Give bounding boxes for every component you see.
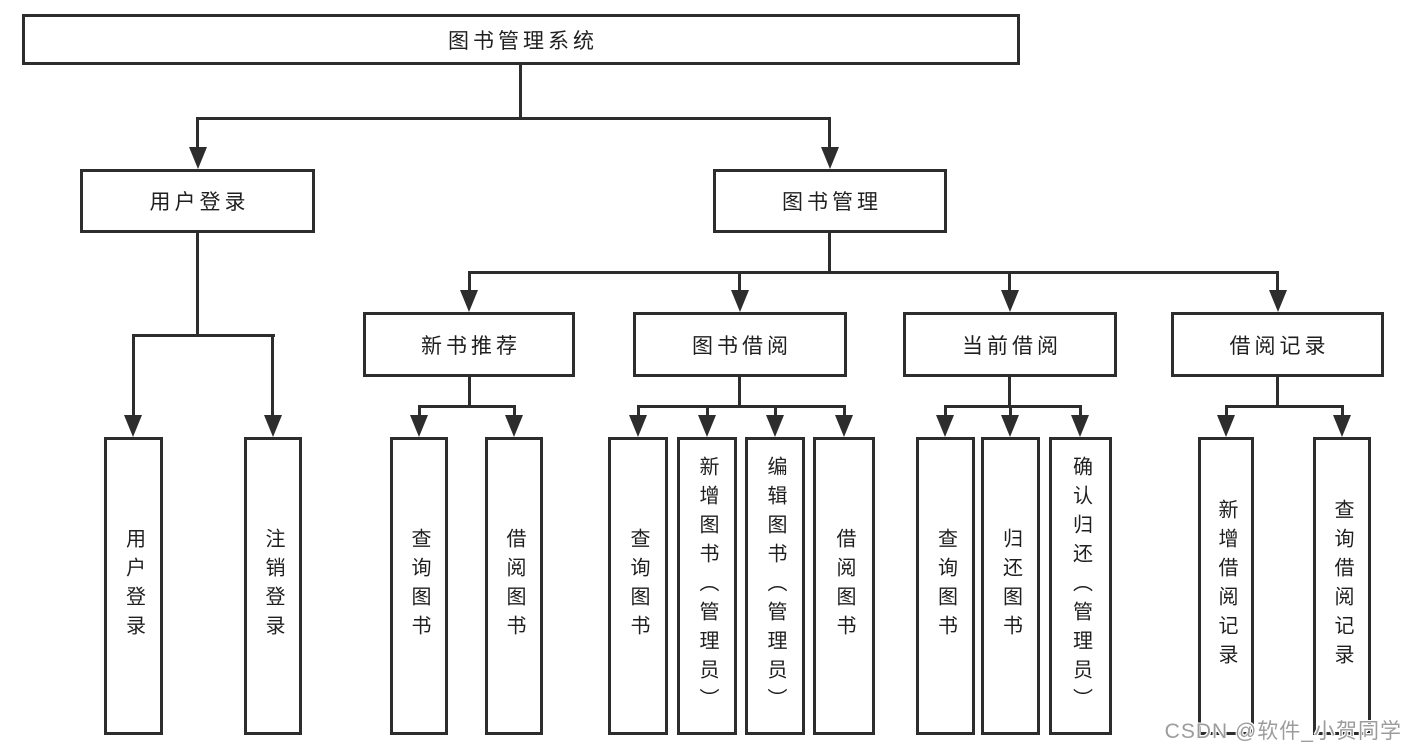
node-label: 编辑图书（管理员）	[764, 455, 786, 717]
connector-line	[944, 405, 947, 419]
connector-line	[828, 232, 831, 274]
arrow-down-icon	[1001, 415, 1019, 437]
arrow-down-icon	[1071, 415, 1089, 437]
arrow-down-icon	[629, 415, 647, 437]
node-current-borrowing: 当前借阅	[903, 312, 1117, 377]
node-label: 图书管理系统	[448, 29, 598, 53]
arrow-down-icon	[936, 415, 954, 437]
node-leaf-add-books-admin: 新增图书（管理员）	[677, 437, 737, 735]
arrow-down-icon	[124, 415, 142, 437]
node-label: 确认归还（管理员）	[1069, 455, 1092, 717]
arrow-down-icon	[835, 415, 853, 437]
arrow-down-icon	[460, 290, 478, 312]
connector-line	[418, 405, 421, 419]
connector-line	[132, 334, 135, 419]
connector-line	[519, 64, 522, 119]
node-label: 图书管理	[782, 191, 882, 214]
node-label: 查询图书	[408, 528, 430, 644]
node-borrowing-records: 借阅记录	[1171, 312, 1384, 377]
arrow-down-icon	[1269, 290, 1287, 312]
node-leaf-query-books-2: 查询图书	[608, 437, 668, 735]
connector-line	[828, 117, 831, 151]
node-leaf-query-books-3: 查询图书	[916, 437, 975, 735]
csdn-watermark: CSDN @软件_小贺同学	[1164, 720, 1402, 743]
node-label: 借阅图书	[833, 528, 855, 644]
connector-line	[1225, 405, 1228, 419]
node-book-borrowing: 图书借阅	[633, 312, 847, 377]
node-label: 新书推荐	[421, 334, 521, 358]
connector-line	[637, 405, 640, 419]
node-leaf-query-borrow-record: 查询借阅记录	[1313, 437, 1371, 735]
node-leaf-logout: 注销登录	[244, 437, 302, 735]
connector-line	[1225, 405, 1344, 408]
node-leaf-edit-books-admin: 编辑图书（管理员）	[745, 437, 805, 735]
node-label: 查询借阅记录	[1331, 499, 1353, 673]
connector-line	[468, 271, 1279, 274]
connector-line	[196, 232, 199, 336]
node-label: 新增图书（管理员）	[696, 455, 718, 717]
arrow-down-icon	[731, 290, 749, 312]
node-leaf-borrow-books-1: 借阅图书	[485, 437, 543, 735]
connector-line	[1008, 271, 1011, 293]
arrow-down-icon	[1333, 415, 1351, 437]
connector-line	[468, 271, 471, 293]
connector-line	[1079, 405, 1082, 419]
node-leaf-query-books-1: 查询图书	[390, 437, 448, 735]
connector-line	[843, 405, 846, 419]
connector-line	[1008, 375, 1011, 408]
node-label: 当前借阅	[962, 334, 1062, 358]
node-library-management-system: 图书管理系统	[22, 14, 1020, 65]
connector-line	[418, 405, 516, 408]
node-label: 查询图书	[934, 528, 957, 644]
node-label: 注销登录	[262, 528, 284, 644]
node-book-management-branch: 图书管理	[713, 169, 947, 233]
arrow-down-icon	[189, 147, 207, 169]
node-new-book-recommendation: 新书推荐	[363, 312, 575, 377]
connector-line	[774, 405, 777, 419]
node-label: 图书借阅	[692, 334, 792, 358]
arrow-down-icon	[698, 415, 716, 437]
arrow-down-icon	[410, 415, 428, 437]
node-label: 查询图书	[627, 528, 649, 644]
arrow-down-icon	[1001, 290, 1019, 312]
node-label: 借阅记录	[1229, 334, 1330, 358]
node-user-login-branch: 用户登录	[80, 169, 315, 233]
arrow-down-icon	[766, 415, 784, 437]
connector-line	[197, 117, 831, 120]
node-leaf-add-borrow-record: 新增借阅记录	[1198, 437, 1254, 735]
node-label: 归还图书	[999, 528, 1022, 644]
node-leaf-user-login: 用户登录	[104, 437, 163, 735]
connector-line	[1276, 375, 1279, 408]
connector-line	[1009, 405, 1012, 419]
connector-line	[1341, 405, 1344, 419]
node-label: 借阅图书	[503, 528, 525, 644]
arrow-down-icon	[505, 415, 523, 437]
node-leaf-confirm-return-admin: 确认归还（管理员）	[1049, 437, 1112, 735]
connector-line	[513, 405, 516, 419]
connector-line	[468, 375, 471, 408]
connector-line	[637, 405, 846, 408]
arrow-down-icon	[264, 415, 282, 437]
node-label: 用户登录	[149, 191, 250, 214]
connector-line	[706, 405, 709, 419]
connector-line	[944, 405, 1082, 408]
connector-line	[132, 334, 275, 337]
connector-line	[196, 117, 199, 151]
connector-line	[738, 271, 741, 293]
connector-line	[738, 375, 741, 408]
arrow-down-icon	[821, 147, 839, 169]
node-leaf-return-books: 归还图书	[981, 437, 1040, 735]
node-label: 新增借阅记录	[1215, 499, 1237, 673]
node-leaf-borrow-books-2: 借阅图书	[813, 437, 875, 735]
connector-line	[271, 334, 274, 419]
node-label: 用户登录	[122, 528, 145, 644]
connector-line	[1276, 271, 1279, 293]
arrow-down-icon	[1217, 415, 1235, 437]
